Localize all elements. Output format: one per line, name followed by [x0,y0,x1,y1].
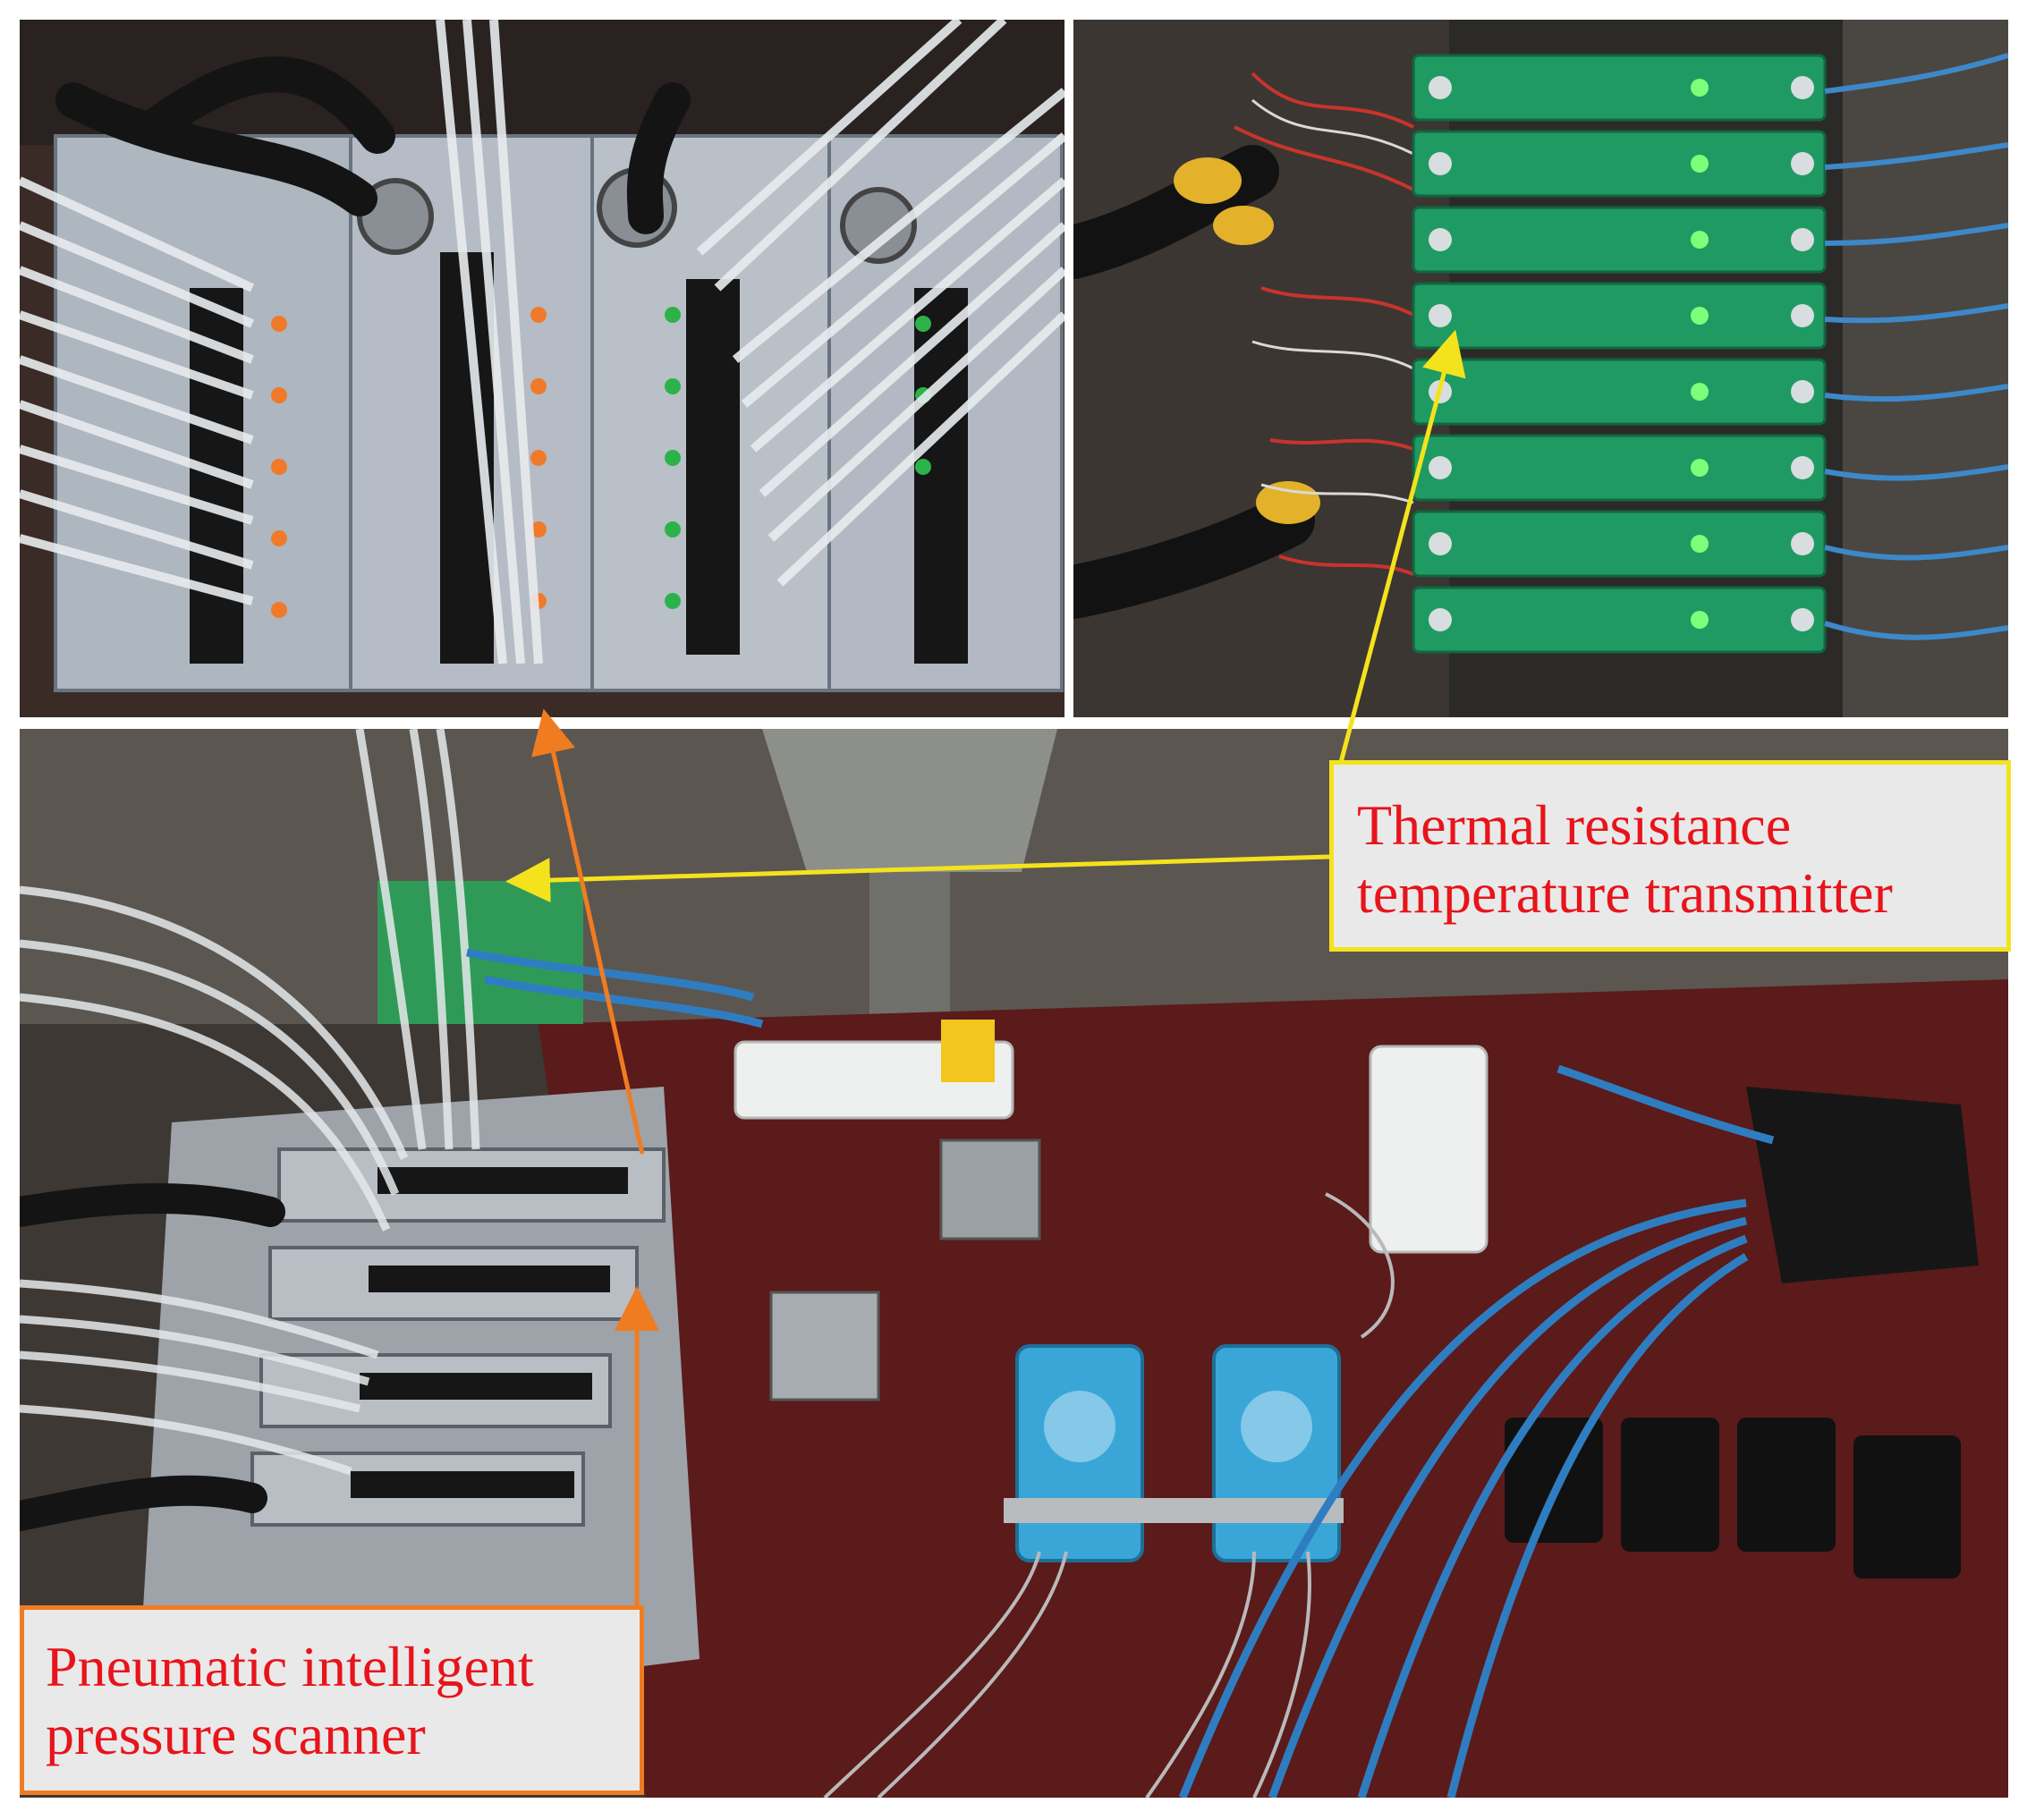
thermal-callout-line2: temperature transmitter [1357,860,1893,925]
thermal-transmitter-callout: Thermal resistance temperature transmitt… [1329,760,2011,952]
scanner-callout-line2: pressure scanner [46,1702,426,1766]
scanner-callout-line1: Pneumatic intelligent [46,1635,534,1698]
scanner-closeup-photo [20,20,1064,717]
transmitter-closeup-photo [1073,20,2008,717]
thermal-callout-line1: Thermal resistance [1357,793,1792,857]
pressure-scanner-callout: Pneumatic intelligent pressure scanner [20,1605,644,1795]
test-bench-photo [20,729,2008,1798]
